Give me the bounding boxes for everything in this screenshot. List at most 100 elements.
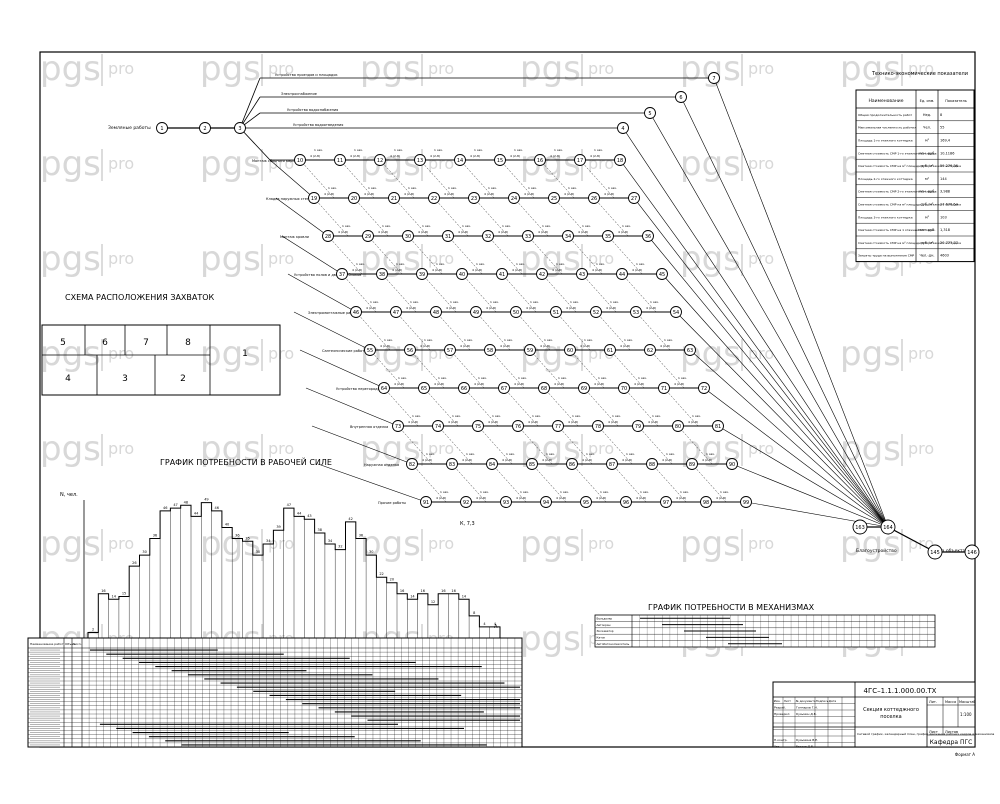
activity-duration: 4 (2-8): [580, 344, 590, 348]
network-node-label: 10: [297, 158, 303, 164]
network-arrow: [541, 273, 577, 313]
network-node-label: 16: [537, 158, 543, 164]
top-branch-node: [708, 72, 720, 84]
activity-zone: 1 зах.: [506, 452, 515, 456]
network-arrow: [661, 273, 889, 528]
activity-zone: 1 зах.: [490, 300, 499, 304]
stamp-column-header: Дата: [829, 699, 837, 703]
activity-duration: 4 (2-8): [350, 154, 360, 158]
tep-row-value: 27 676,54: [940, 203, 959, 207]
tep-row-value: 144: [940, 177, 947, 181]
top-branch-node: [675, 91, 687, 103]
network-node: [524, 344, 536, 356]
labor-step-value: 36: [359, 534, 363, 538]
activity-duration: 4 (2-8): [688, 420, 698, 424]
network-node: [496, 268, 508, 280]
network-after-label: Благоустройство: [856, 547, 897, 554]
network-node: [660, 496, 672, 508]
stamp-column-header: № документа: [796, 699, 816, 703]
network-node: [418, 382, 430, 394]
network-arrow: [451, 463, 487, 503]
watermark-brand: pgs: [680, 144, 741, 184]
activity-zone: 1 зах.: [382, 224, 391, 228]
watermark-suffix: pro: [748, 59, 774, 78]
activity-zone: 1 зах.: [424, 338, 433, 342]
stamp-role: Разраб.: [774, 706, 786, 710]
network-arrow: [637, 425, 673, 465]
network-node: [390, 306, 402, 318]
watermark-brand: pgs: [840, 429, 901, 469]
network-node: [460, 496, 472, 508]
watermark-brand: pgs: [40, 239, 101, 279]
network-node: [686, 458, 698, 470]
network-arrow: [341, 273, 377, 313]
watermark-suffix: pro: [108, 59, 134, 78]
activity-duration: 4 (2-8): [542, 458, 552, 462]
activity-zone: 1 зах.: [514, 148, 523, 152]
network-node-label: 36: [645, 234, 651, 240]
labor-step-value: 16: [400, 589, 404, 593]
network-arrow: [355, 311, 391, 351]
network-arrow: [473, 197, 509, 237]
network-node-label: 86: [569, 462, 575, 468]
network-arrow: [433, 197, 469, 237]
activity-zone: 1 зах.: [558, 376, 567, 380]
activity-zone: 1 зах.: [356, 262, 365, 266]
network-end-label: Сдача объекта: [930, 548, 966, 554]
activity-duration: 4 (2-8): [502, 458, 512, 462]
labor-chart-ylabel: N, чел.: [60, 492, 78, 498]
network-node: [740, 496, 752, 508]
watermark-brand: pgs: [520, 524, 581, 564]
activity-zone: 1 зах.: [518, 376, 527, 380]
activity-zone: 1 зах.: [474, 148, 483, 152]
network-node-label: 83: [449, 462, 455, 468]
network-node: [508, 192, 520, 204]
network-node: [562, 230, 574, 242]
zone-number: 4: [65, 374, 71, 384]
top-branch-label: Устройство проездов и площадок: [275, 73, 338, 77]
schedule-header: Объем: [65, 642, 75, 646]
network-node-label: 3: [238, 126, 241, 132]
network-node: [590, 306, 602, 318]
activity-zone: 1 зах.: [480, 490, 489, 494]
labor-step-value: 20: [390, 578, 394, 582]
network-node-label: 22: [431, 196, 437, 202]
activity-duration: 4 (2-8): [662, 458, 672, 462]
activity-zone: 1 зах.: [622, 224, 631, 228]
activity-duration: 4 (2-8): [422, 458, 432, 462]
network-node: [414, 154, 426, 166]
activity-zone: 1 зах.: [568, 186, 577, 190]
network-node: [534, 154, 546, 166]
activity-zone: 1 зах.: [370, 300, 379, 304]
network-node-label: 33: [525, 234, 531, 240]
network-node: [336, 268, 348, 280]
watermark-brand: pgs: [200, 524, 261, 564]
network-arrow: [419, 159, 455, 199]
sheet-header: Лист: [929, 730, 938, 734]
top-branch-node: [644, 107, 656, 119]
network-node: [486, 458, 498, 470]
watermark-suffix: pro: [908, 439, 934, 458]
labor-step-value: 14: [462, 594, 467, 598]
network-node-label: 67: [501, 386, 507, 392]
watermark-brand: pgs: [200, 49, 261, 89]
activity-duration: 4 (2-8): [460, 344, 470, 348]
network-node-label: 63: [687, 348, 693, 354]
activity-zone: 1 зах.: [448, 186, 457, 190]
network-node-label: 84: [489, 462, 495, 468]
activity-duration: 4 (2-8): [366, 306, 376, 310]
network-arrow: [461, 273, 497, 313]
labor-step-value: 42: [348, 517, 352, 521]
activity-zone: 1 зах.: [422, 224, 431, 228]
network-arrow: [281, 235, 343, 275]
network-arrow: [581, 273, 617, 313]
activity-duration: 4 (2-8): [538, 230, 548, 234]
department: Кафедра ПГС: [930, 739, 973, 746]
activity-duration: 4 (2-8): [540, 344, 550, 348]
top-branch-label: Устройство водоснабжения: [287, 108, 338, 112]
tep-row-unit: Нед.: [923, 113, 931, 117]
top-branch-label: Электроснабжение: [281, 92, 317, 96]
network-arrow: [501, 273, 537, 313]
activity-zone: 1 зах.: [478, 376, 487, 380]
network-arrow: [353, 197, 389, 237]
